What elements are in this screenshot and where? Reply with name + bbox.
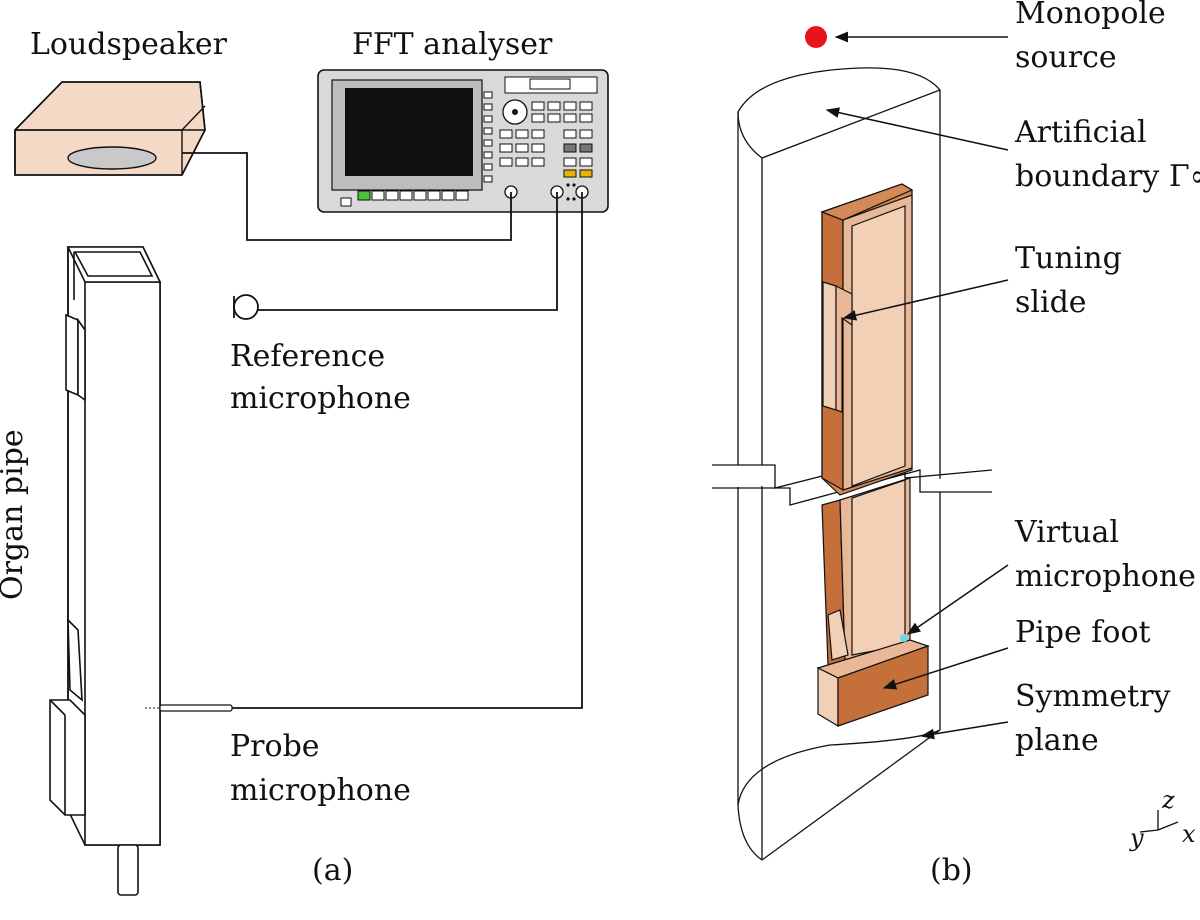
axis-triad: [1139, 810, 1179, 833]
cables: [182, 152, 583, 709]
fft-analyser: [317, 69, 609, 213]
tuning-slide-label-1: Tuning: [1015, 241, 1122, 276]
pipe-foot-label: Pipe foot: [1015, 615, 1151, 650]
probe-mic-label-1: Probe: [230, 729, 320, 764]
probe-mic-label-2: microphone: [230, 773, 411, 808]
virtual-mic-label-1: Virtual: [1014, 515, 1119, 550]
artificial-boundary-label-2: boundary Γ∞: [1015, 159, 1200, 194]
pipe-model-upper: [820, 183, 914, 496]
panel-b: Monopole source Artificial boundary Γ∞: [712, 0, 1200, 888]
loudspeaker: [14, 81, 206, 176]
virtual-mic-label-2: microphone: [1015, 559, 1196, 594]
speaker-cone: [67, 146, 157, 170]
probe-microphone: [145, 704, 233, 712]
symmetry-plane-label-2: plane: [1015, 723, 1099, 758]
caption-b: (b): [930, 853, 973, 888]
monopole-label-1: Monopole: [1015, 0, 1166, 31]
axis-y-label: y: [1129, 824, 1144, 852]
caption-a: (a): [312, 853, 353, 888]
axis-z-label: z: [1161, 786, 1175, 814]
reference-mic-label-1: Reference: [230, 339, 385, 374]
organ-pipe: [49, 246, 162, 896]
virtual-microphone: [900, 634, 908, 642]
monopole-label-2: source: [1015, 40, 1117, 75]
reference-mic-label-2: microphone: [230, 381, 411, 416]
fft-analyser-label: FFT analyser: [352, 27, 553, 62]
artificial-boundary-label-1: Artificial: [1014, 115, 1147, 150]
panel-a: Loudspeaker: [0, 27, 609, 896]
pipe-model-lower: [816, 477, 930, 728]
axis-x-label: x: [1182, 820, 1196, 848]
analyser-screen: [345, 88, 473, 176]
loudspeaker-label: Loudspeaker: [30, 27, 228, 62]
monopole-source: [805, 26, 827, 48]
organ-pipe-label: Organ pipe: [0, 429, 30, 600]
symmetry-plane-label-1: Symmetry: [1015, 679, 1171, 714]
reference-microphone: [233, 294, 259, 320]
artificial-boundary: [737, 67, 942, 861]
tuning-slide-label-2: slide: [1015, 285, 1087, 320]
